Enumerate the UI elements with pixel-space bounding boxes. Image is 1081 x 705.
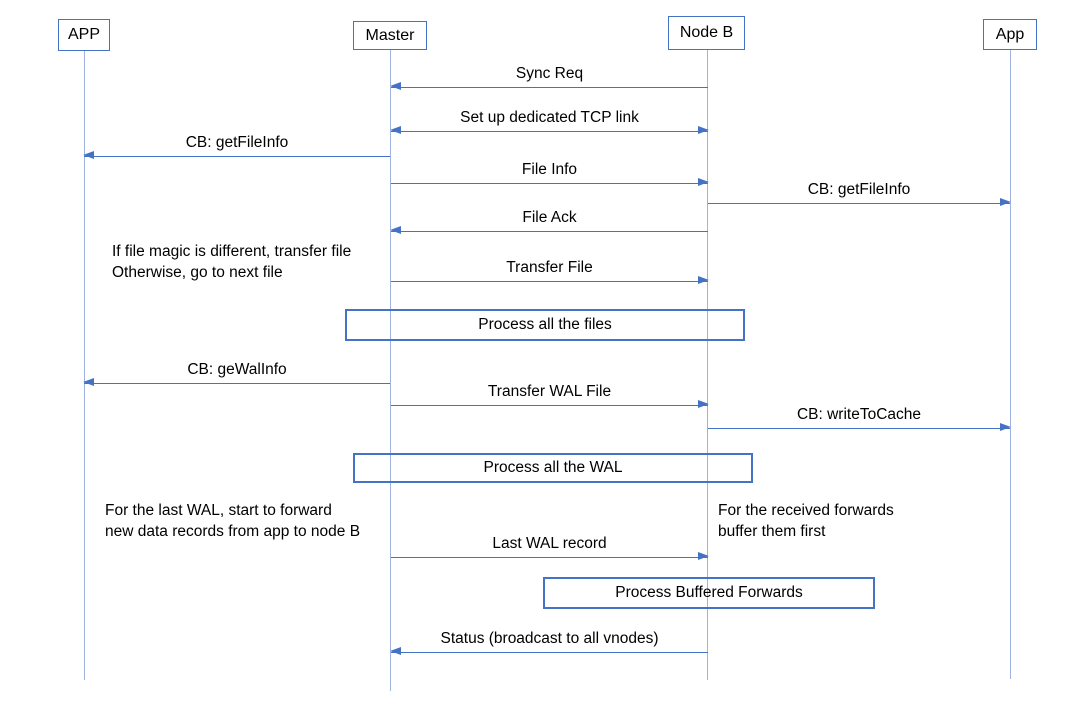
arrow-line [83,378,390,387]
message-cb-getfileinfo-app: CB: getFileInfo [83,134,390,160]
note-received-forwards: For the received forwards buffer them fi… [718,502,894,540]
lifeline-app-right [1009,50,1011,679]
arrowhead-right-icon [1000,423,1011,432]
message-transfer-wal-file: Transfer WAL File [391,383,709,409]
message-label: CB: getFileInfo [185,134,289,151]
arrowhead-right-icon [698,276,709,285]
actor-master-label: Master [365,26,415,44]
arrow-line [390,647,708,656]
process-box-files-label: Process all the files [478,316,612,333]
message-last-wal-record: Last WAL record [391,535,709,561]
message-transfer-file: Transfer File [391,259,709,285]
arrowhead-left-icon [83,151,94,160]
message-label: CB: getFileInfo [807,181,911,198]
message-cb-gewalinfo: CB: geWalInfo [83,361,390,387]
arrowhead-left-icon [390,647,401,656]
arrowhead-right-icon [698,552,709,561]
arrowhead-left-icon [390,226,401,235]
arrowhead-left-icon [390,126,401,135]
message-label: Transfer WAL File [487,383,612,400]
arrow-line [391,552,709,561]
arrow-line [83,151,390,160]
arrow-line [390,126,709,135]
note-file-magic: If file magic is different, transfer fil… [112,243,352,281]
message-label: Transfer File [506,259,593,276]
process-box-files: Process all the files [345,309,745,341]
arrow-line [708,198,1011,207]
actor-app-left: APP [58,19,110,51]
actor-node-b-label: Node B [679,24,734,41]
message-label: Sync Req [515,65,584,82]
actor-app-right-label: App [995,25,1025,43]
note-last-wal-forward: For the last WAL, start to forward new d… [105,502,361,540]
arrow-line [391,178,709,187]
process-box-buffered-forwards: Process Buffered Forwards [543,577,875,609]
actor-app-right: App [983,19,1037,50]
arrowhead-right-icon [698,126,709,135]
message-label: CB: geWalInfo [187,361,287,378]
arrowhead-right-icon [698,178,709,187]
message-label: Status (broadcast to all vnodes) [440,630,659,647]
message-label: Set up dedicated TCP link [460,109,639,126]
message-label: CB: writeToCache [796,406,922,423]
process-box-wal: Process all the WAL [353,453,753,483]
arrow-line [390,82,708,91]
message-label: File Ack [522,209,577,226]
arrow-line [390,226,708,235]
arrowhead-left-icon [83,378,94,387]
message-sync-req: Sync Req [390,65,708,91]
message-cb-getfileinfo-right: CB: getFileInfo [708,181,1011,207]
arrow-line [391,276,709,285]
actor-node-b: Node B [668,16,745,50]
message-label: File Info [521,161,578,178]
actor-master: Master [353,21,427,50]
actor-app-left-label: APP [67,26,100,43]
arrowhead-right-icon [1000,198,1011,207]
lifeline-app-left [83,50,85,680]
message-file-ack: File Ack [390,209,708,235]
lifeline-node-b [707,50,708,680]
message-setup-tcp-link: Set up dedicated TCP link [390,109,709,135]
arrow-line [708,423,1011,432]
arrowhead-right-icon [698,400,709,409]
message-cb-writetocache: CB: writeToCache [708,406,1011,432]
lifeline-master [389,50,391,691]
arrow-line [391,400,709,409]
message-label: Last WAL record [492,535,607,552]
message-status-broadcast: Status (broadcast to all vnodes) [390,630,708,656]
arrowhead-left-icon [390,82,401,91]
message-file-info: File Info [391,161,709,187]
process-box-buffered-forwards-label: Process Buffered Forwards [615,584,803,601]
process-box-wal-label: Process all the WAL [483,459,623,476]
